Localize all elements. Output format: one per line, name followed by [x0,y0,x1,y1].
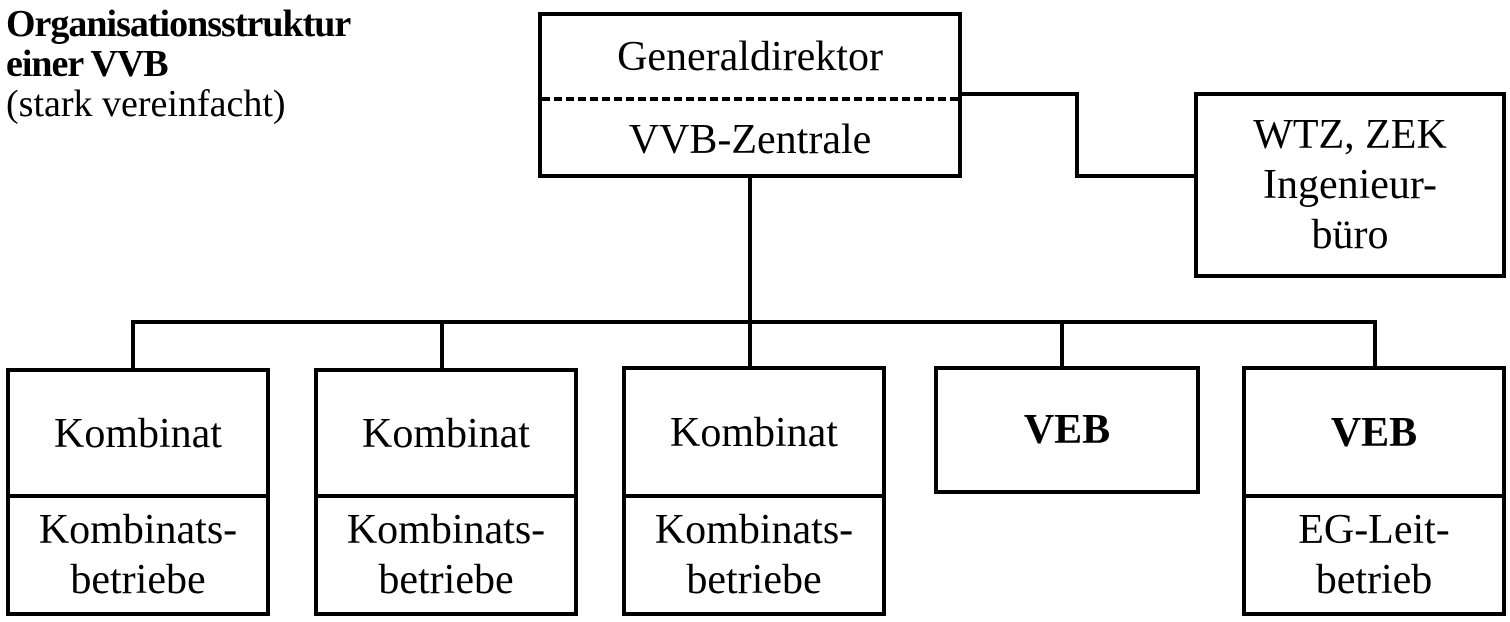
eg-leitbetrieb-label: EG-Leit- betrieb [1298,507,1450,603]
wtz-zek-label: WTZ, ZEK Ingenieur- büro [1253,112,1447,258]
veb-label: VEB [1330,410,1418,456]
diagram-title: Organisationsstruktur einer VVB (stark v… [6,3,351,125]
kombinat-label: Kombinat [362,411,530,457]
generaldirektor-label: Generaldirektor [617,34,883,80]
kombinat-label: Kombinat [670,410,838,456]
kombinat-box-2: Kombinat Kombinats- betriebe [314,368,578,616]
kombinatsbetriebe-label: Kombinats- betriebe [346,507,546,603]
kombinatsbetriebe-label: Kombinats- betriebe [38,507,238,603]
kombinatsbetriebe-label: Kombinats- betriebe [654,507,854,603]
side-connector [960,92,1196,178]
box-divider [10,494,266,498]
title-line-2: einer VVB [6,43,169,85]
veb-box-2: VEB EG-Leit- betrieb [1242,366,1506,616]
kombinat-box-3: Kombinat Kombinats- betriebe [622,366,886,616]
kombinat-box-1: Kombinat Kombinats- betriebe [6,368,270,616]
box-divider [1246,494,1502,498]
kombinat-label: Kombinat [54,411,222,457]
wtz-zek-box: WTZ, ZEK Ingenieur- büro [1194,92,1506,278]
title-line-1: Organisationsstruktur [6,3,351,45]
veb-label: VEB [1023,407,1111,453]
box-divider [318,494,574,498]
vvb-zentrale-label: VVB-Zentrale [628,117,872,163]
veb-box-1: VEB [934,366,1200,494]
box-divider [626,494,882,498]
dashed-divider [542,97,958,101]
title-line-3: (stark vereinfacht) [6,83,286,125]
generaldirektor-box: Generaldirektor VVB-Zentrale [538,12,962,178]
